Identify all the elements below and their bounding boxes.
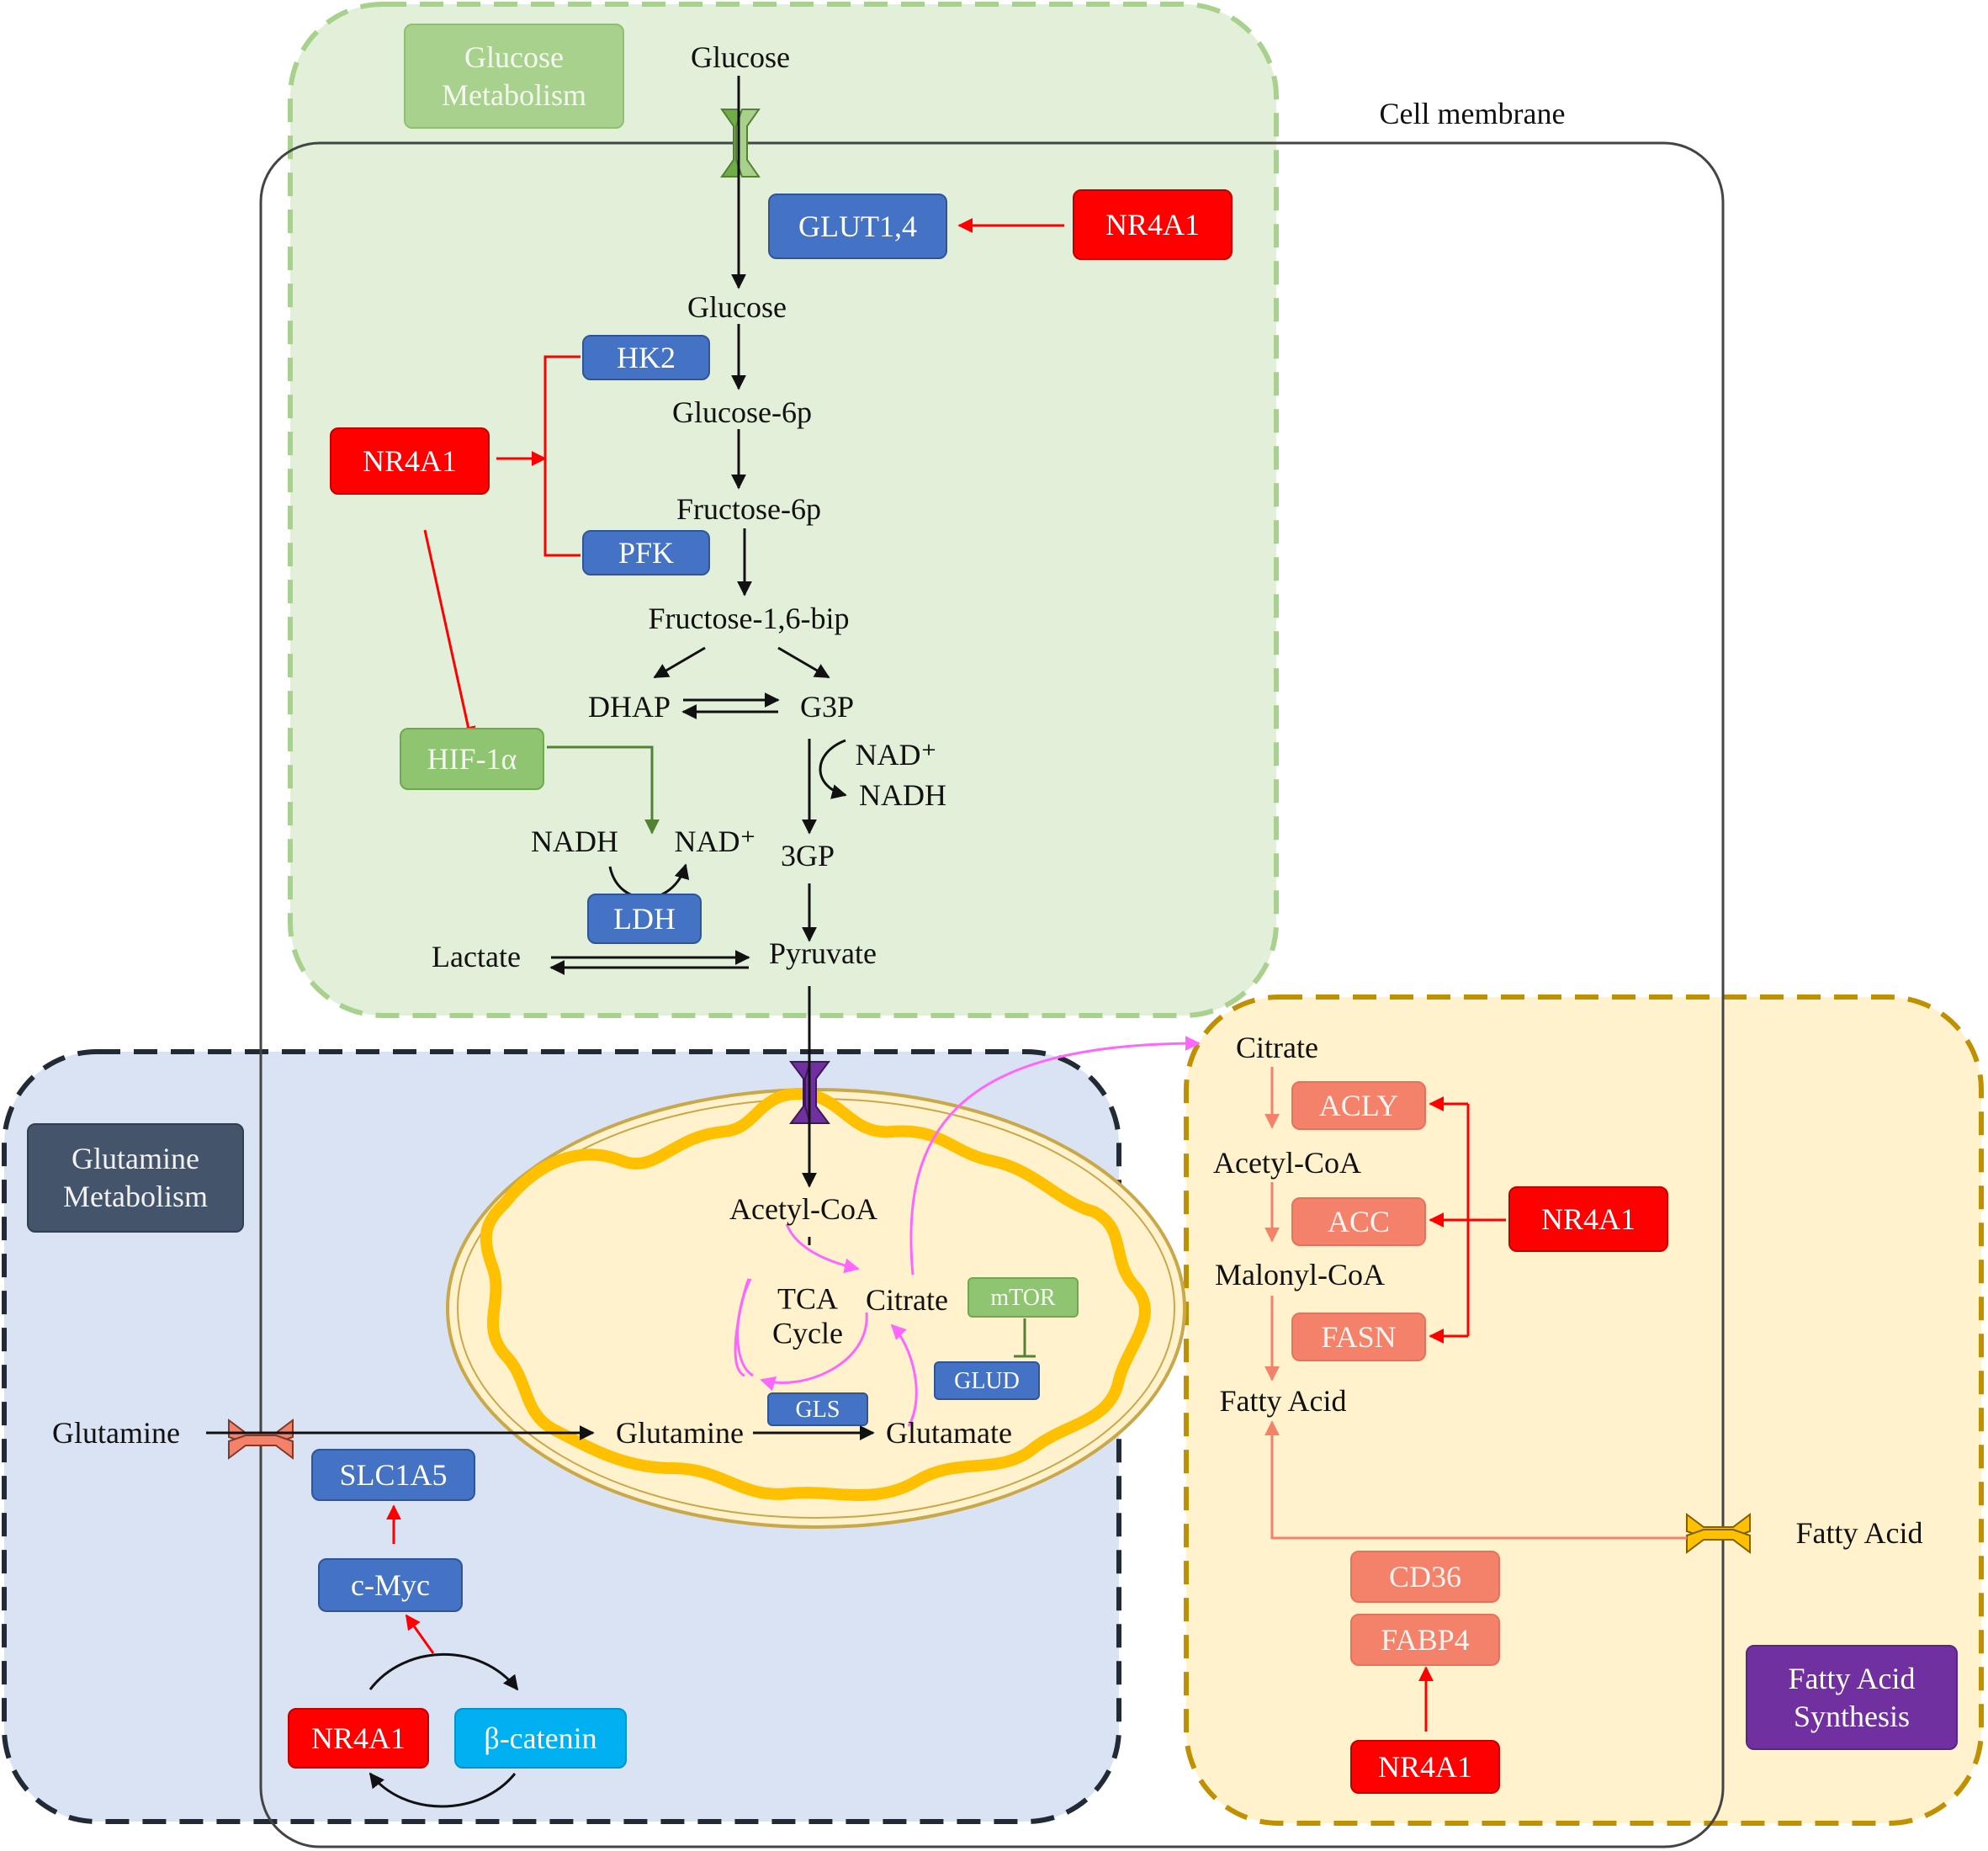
glucose-extracellular: Glucose <box>691 40 790 74</box>
acly-box: ACLY <box>1291 1081 1426 1130</box>
malonyl-coa: Malonyl-CoA <box>1215 1258 1385 1291</box>
glutamine-metabolism-title: Glutamine Metabolism <box>27 1123 244 1233</box>
cell-membrane-label: Cell membrane <box>1379 97 1566 130</box>
catenin-cycle-bottom <box>368 1772 517 1808</box>
citrate-mito: Citrate <box>866 1283 948 1317</box>
fatty-acid-arrows <box>1264 1067 1687 1540</box>
glud-box: GLUD <box>934 1361 1040 1400</box>
nr4a1-glutamine-box: NR4A1 <box>288 1708 429 1769</box>
mtor-box: mTOR <box>967 1277 1079 1318</box>
fatty-acid-transporter-icon <box>1686 1513 1751 1554</box>
glycolysis-arrows <box>206 76 875 1440</box>
glutamate: Glutamate <box>886 1416 1012 1450</box>
mtor-inhibition <box>1014 1318 1036 1358</box>
glut-1-4-box: GLUT1,4 <box>768 194 947 259</box>
tca-cycle-arrows <box>734 1036 1201 1427</box>
c-myc-box: c-Myc <box>318 1558 463 1612</box>
activation-arrows <box>386 218 1506 1732</box>
nadh-glycolysis: NADH <box>859 778 946 812</box>
glucose-intracellular: Glucose <box>687 290 787 324</box>
gls-box: GLS <box>767 1392 868 1426</box>
fabp4-box: FABP4 <box>1350 1614 1500 1666</box>
ldh-box: LDH <box>587 894 702 944</box>
beta-catenin-box: β-catenin <box>454 1708 627 1769</box>
lactate: Lactate <box>432 940 521 973</box>
hif-arrow <box>547 745 660 835</box>
nr4a1-fatty-box: NR4A1 <box>1508 1186 1668 1252</box>
nad-nadh-curve <box>819 739 847 799</box>
fatty-acid-synthesis-title: Fatty Acid Synthesis <box>1746 1645 1958 1750</box>
g3p: G3P <box>799 690 855 724</box>
glutamine-extracellular: Glutamine <box>52 1416 180 1450</box>
nadh-ldh: NADH <box>531 825 618 858</box>
3gp: 3GP <box>780 839 835 872</box>
nr4a1-glut-box: NR4A1 <box>1073 189 1233 260</box>
pyruvate: Pyruvate <box>769 936 877 970</box>
fructose-1-6-bip: Fructose-1,6-bip <box>648 602 850 635</box>
cell-membrane <box>259 141 1725 1848</box>
glutamine-mito: Glutamine <box>616 1416 744 1450</box>
pfk-box: PFK <box>582 530 710 575</box>
slc1a5-box: SLC1A5 <box>311 1449 475 1501</box>
hk2-box: HK2 <box>582 335 710 380</box>
fasn-box: FASN <box>1291 1313 1426 1361</box>
acetyl-coa-mito: Acetyl-CoA <box>729 1192 877 1226</box>
catenin-cycle-top <box>368 1652 519 1691</box>
citrate-cytosol: Citrate <box>1236 1031 1318 1064</box>
dhap: DHAP <box>587 690 671 724</box>
glucose-6p: Glucose-6p <box>672 395 812 429</box>
acc-box: ACC <box>1291 1197 1426 1246</box>
acetyl-coa-cytosol: Acetyl-CoA <box>1213 1146 1361 1180</box>
nad-plus-glycolysis: NAD⁺ <box>855 738 937 772</box>
tca-cycle-label: TCA Cycle <box>772 1281 843 1350</box>
nr4a1-fa-uptake-box: NR4A1 <box>1350 1740 1500 1794</box>
cd36-box: CD36 <box>1350 1551 1500 1603</box>
fructose-6p: Fructose-6p <box>676 492 821 526</box>
glucose-metabolism-title: Glucose Metabolism <box>404 24 624 129</box>
nad-plus-ldh: NAD⁺ <box>674 825 756 858</box>
hif-1-alpha-box: HIF-1α <box>400 728 544 790</box>
fatty-acid-extracellular: Fatty Acid <box>1795 1516 1923 1550</box>
nr4a1-glycolysis-box: NR4A1 <box>330 427 490 495</box>
fatty-acid-cytosol: Fatty Acid <box>1219 1384 1347 1418</box>
